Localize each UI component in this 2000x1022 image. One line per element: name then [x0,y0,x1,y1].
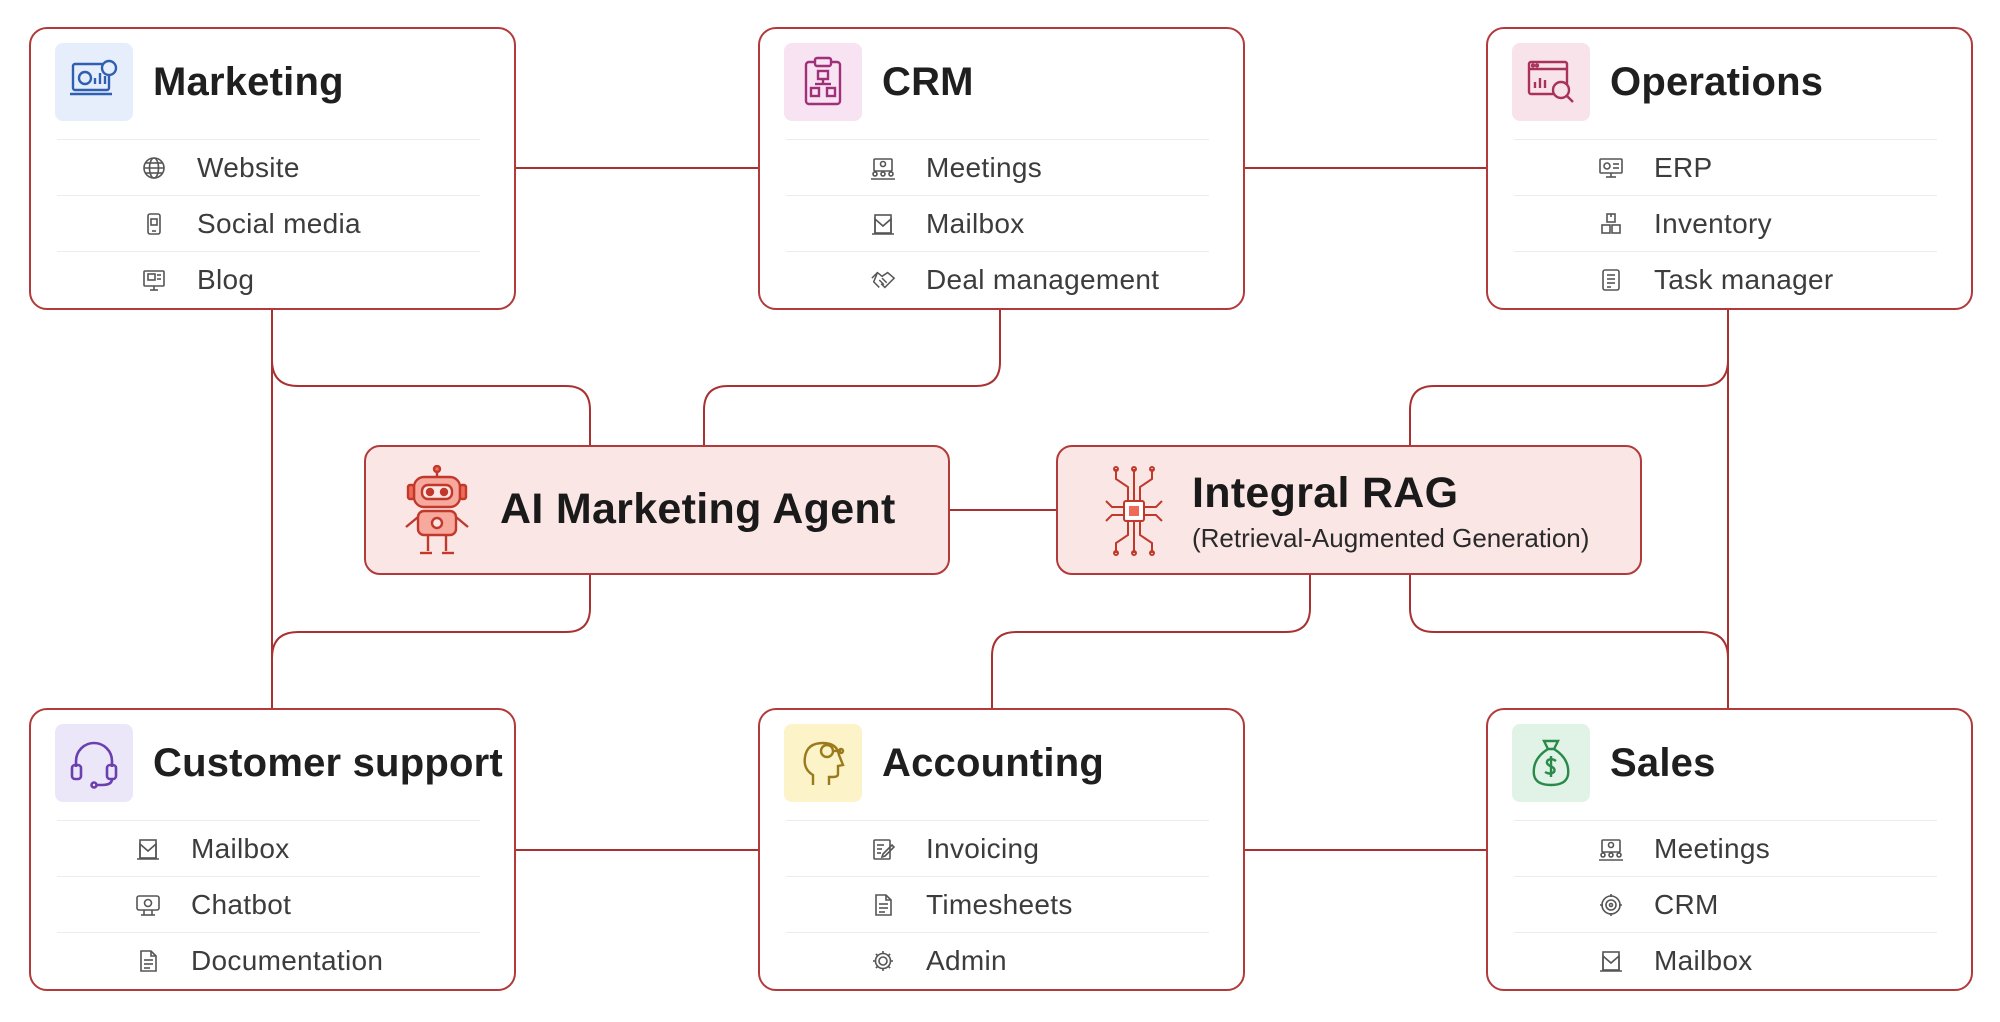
list-item-blog[interactable]: Blog [57,251,480,307]
item-label: Invoicing [926,832,1040,864]
list-item-inventory[interactable]: Inventory [1514,195,1937,251]
list-item-mailbox[interactable]: Mailbox [786,195,1209,251]
hub-ai-marketing-agent[interactable]: AI Marketing Agent [364,445,950,575]
hub-integral-rag[interactable]: Integral RAG (Retrieval-Augmented Genera… [1056,445,1642,575]
card-title: Marketing [153,59,344,104]
hub-subtitle: (Retrieval-Augmented Generation) [1192,523,1590,553]
list-item-mailbox[interactable]: Mailbox [1514,932,1937,988]
card-title: Customer support [153,740,503,785]
item-label: Meetings [926,151,1043,183]
list-item-erp[interactable]: ERP [1514,139,1937,195]
meeting-icon [1598,836,1624,862]
card-marketing[interactable]: Marketing Website Social media Blog [29,27,516,310]
list-item-mailbox[interactable]: Mailbox [57,820,480,876]
item-list: ERP Inventory Task manager [1514,139,1937,307]
hub-title: AI Marketing Agent [500,485,896,533]
list-item-meetings[interactable]: Meetings [1514,820,1937,876]
card-sales[interactable]: Sales Meetings CRM Mailbox [1486,708,1973,991]
card-customer-support[interactable]: Customer support Mailbox Chatbot Documen… [29,708,516,991]
hub-title: Integral RAG [1192,469,1459,517]
analytics-screen-icon [55,43,133,121]
list-item-task-manager[interactable]: Task manager [1514,251,1937,307]
mailbox-icon [870,211,896,237]
item-label: Chatbot [191,888,292,920]
item-list: Meetings Mailbox Deal management [786,139,1209,307]
item-label: Mailbox [191,832,290,864]
boxes-icon [1598,211,1624,237]
item-label: Deal management [926,263,1160,295]
list-item-chatbot[interactable]: Chatbot [57,876,480,932]
item-label: ERP [1654,151,1713,183]
monitor-icon [1598,155,1624,181]
card-title: CRM [882,59,974,104]
chip-icon [1102,465,1192,559]
clipboard-icon [784,43,862,121]
gear-icon [870,948,896,974]
list-item-invoicing[interactable]: Invoicing [786,820,1209,876]
dashboard-search-icon [1512,43,1590,121]
list-item-crm[interactable]: CRM [1514,876,1937,932]
blog-icon [141,267,167,293]
item-label: Documentation [191,944,384,976]
list-item-documentation[interactable]: Documentation [57,932,480,988]
list-item-social-media[interactable]: Social media [57,195,480,251]
list-item-meetings[interactable]: Meetings [786,139,1209,195]
list-item-deal-management[interactable]: Deal management [786,251,1209,307]
item-list: Invoicing Timesheets Admin [786,820,1209,988]
chatbot-icon [135,892,161,918]
item-label: Timesheets [926,888,1073,920]
item-label: Mailbox [1654,944,1753,976]
list-item-website[interactable]: Website [57,139,480,195]
item-label: Social media [197,207,361,239]
list-item-timesheets[interactable]: Timesheets [786,876,1209,932]
headset-icon [55,724,133,802]
card-crm[interactable]: CRM Meetings Mailbox Deal management [758,27,1245,310]
mailbox-icon [1598,948,1624,974]
item-label: Admin [926,944,1007,976]
money-bag-icon [1512,724,1590,802]
document-icon [135,948,161,974]
item-list: Website Social media Blog [57,139,480,307]
item-label: Blog [197,263,255,295]
item-label: Inventory [1654,207,1772,239]
handshake-icon [870,267,896,293]
card-title: Operations [1610,59,1824,104]
mailbox-icon [135,836,161,862]
item-list: Meetings CRM Mailbox [1514,820,1937,988]
card-operations[interactable]: Operations ERP Inventory Task manager [1486,27,1973,310]
item-label: Task manager [1654,263,1834,295]
invoice-icon [870,836,896,862]
card-accounting[interactable]: Accounting Invoicing Timesheets Admin [758,708,1245,991]
card-title: Sales [1610,740,1716,785]
item-label: Meetings [1654,832,1771,864]
document-icon [870,892,896,918]
robot-icon [392,464,482,559]
item-label: CRM [1654,888,1719,920]
item-label: Website [197,151,300,183]
checklist-icon [1598,267,1624,293]
card-title: Accounting [882,740,1104,785]
head-gear-icon [784,724,862,802]
crm-gear-icon [1598,892,1624,918]
phone-icon [141,211,167,237]
list-item-admin[interactable]: Admin [786,932,1209,988]
item-label: Mailbox [926,207,1025,239]
globe-icon [141,155,167,181]
item-list: Mailbox Chatbot Documentation [57,820,480,988]
meeting-icon [870,155,896,181]
